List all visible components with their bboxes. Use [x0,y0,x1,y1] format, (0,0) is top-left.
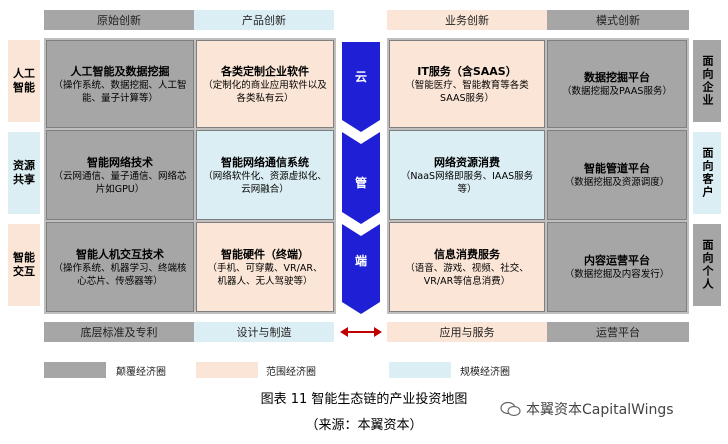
cell-info-consumption: 信息消费服务 （语音、游戏、视频、社交、VR/AR等信息消费） [389,222,545,312]
cell-desc: （NaaS网络即服务、IAAS服务等） [400,170,534,195]
arrow-label-device: 端 [354,254,367,268]
arrow-label-pipe: 管 [354,176,367,190]
cell-title: 人工智能及数据挖掘 [70,64,170,78]
cell-desc: （数据挖掘及资源调度） [564,177,670,188]
device-arrow-shape [342,224,380,314]
cell-desc: （定制化的商业应用软件以及各类私有云） [203,79,327,104]
cell-network-resource-consumption: 网络资源消费 （NaaS网络即服务、IAAS服务等） [389,130,545,220]
cell-desc: （操作系统、机器学习、终端核心芯片、传感器等） [53,262,187,287]
figure-caption: 图表 11 智能生态链的产业投资地图 [260,392,468,407]
header-product-innovation: 产品创新 [194,10,334,30]
right-label-enterprise: 面向企业 [693,40,721,122]
cell-data-mining-platform: 数据挖掘平台 （数据挖掘及PAAS服务） [547,40,687,128]
cell-title: 智能管道平台 [584,162,650,175]
cell-desc: （手机、可穿戴、VR/AR、机器人、无人驾驶等） [207,262,323,287]
right-label-individual: 面向个人 [693,224,721,306]
legend-swatch-gray [44,362,106,378]
cell-title: 智能网络技术 [87,155,153,169]
left-label-smart-interaction: 智能 交互 [8,224,40,306]
cell-title: 内容运营平台 [584,254,650,267]
cell-title: 网络资源消费 [434,155,500,169]
cell-title: 智能硬件（终端） [221,247,309,261]
cell-ai-data-mining: 人工智能及数据挖掘 （操作系统、数据挖掘、人工智能、量子计算等） [46,40,194,128]
cell-desc: （操作系统、数据挖掘、人工智能、量子计算等） [53,79,187,104]
cloud-arrow-shape [342,42,380,132]
legend-swatch-peach [196,362,258,378]
cell-desc: （数据挖掘及内容发行） [564,269,670,280]
cell-smart-hardware: 智能硬件（终端） （手机、可穿戴、VR/AR、机器人、无人驾驶等） [196,222,334,312]
cell-desc: （智能医疗、智能教育等各类SAAS服务） [405,79,529,104]
right-label-customer: 面向客户 [693,132,721,214]
cell-title: 智能人机交互技术 [76,247,164,261]
cell-desc: （语音、游戏、视频、社交、VR/AR等信息消费） [405,262,529,287]
cell-desc: （云网通信、量子通信、网络芯片如GPU） [53,170,187,195]
cell-title: 信息消费服务 [434,247,500,261]
cell-smart-pipeline-platform: 智能管道平台 （数据挖掘及资源调度） [547,130,687,220]
header-model-innovation: 模式创新 [547,10,689,30]
watermark-text: 本翼资本CapitalWings [526,402,674,418]
cloud-pipe-device-arrows [342,42,380,314]
header-original-innovation: 原始创新 [44,10,194,30]
footer-ops-platform: 运营平台 [547,322,689,342]
left-label-resource-sharing: 资源 共享 [8,132,40,214]
cell-title: IT服务（含SAAS） [417,64,517,78]
legend-label-disruptive: 颠覆经济圈 [116,366,166,378]
cell-content-ops-platform: 内容运营平台 （数据挖掘及内容发行） [547,222,687,312]
figure-source: （来源：本翼资本） [305,418,423,433]
legend-swatch-blue [389,362,451,378]
cell-title: 各类定制企业软件 [221,64,309,78]
cell-title: 智能网络通信系统 [221,155,309,169]
watermark: 本翼资本CapitalWings [500,398,674,420]
footer-basic-standards: 底层标准及专利 [44,322,194,342]
footer-design-manufacture: 设计与制造 [194,322,334,342]
cell-title: 数据挖掘平台 [584,71,650,84]
double-arrow-icon [340,327,382,337]
header-business-innovation: 业务创新 [387,10,547,30]
pipe-arrow-shape [342,132,380,224]
cell-smart-network-system: 智能网络通信系统 （网络软件化、资源虚拟化、云网融合） [196,130,334,220]
cell-hci-tech: 智能人机交互技术 （操作系统、机器学习、终端核心芯片、传感器等） [46,222,194,312]
wechat-icon [500,401,521,417]
cell-enterprise-software: 各类定制企业软件 （定制化的商业应用软件以及各类私有云） [196,40,334,128]
footer-app-services: 应用与服务 [387,322,547,342]
arrow-label-cloud: 云 [354,70,367,84]
cell-it-services: IT服务（含SAAS） （智能医疗、智能教育等各类SAAS服务） [389,40,545,128]
legend-label-scope: 范围经济圈 [266,366,316,378]
legend-label-scale: 规模经济圈 [460,366,510,378]
cell-smart-network-tech: 智能网络技术 （云网通信、量子通信、网络芯片如GPU） [46,130,194,220]
left-label-ai: 人工 智能 [8,40,40,122]
cell-desc: （网络软件化、资源虚拟化、云网融合） [203,170,327,195]
cell-desc: （数据挖掘及PAAS服务） [562,86,672,97]
